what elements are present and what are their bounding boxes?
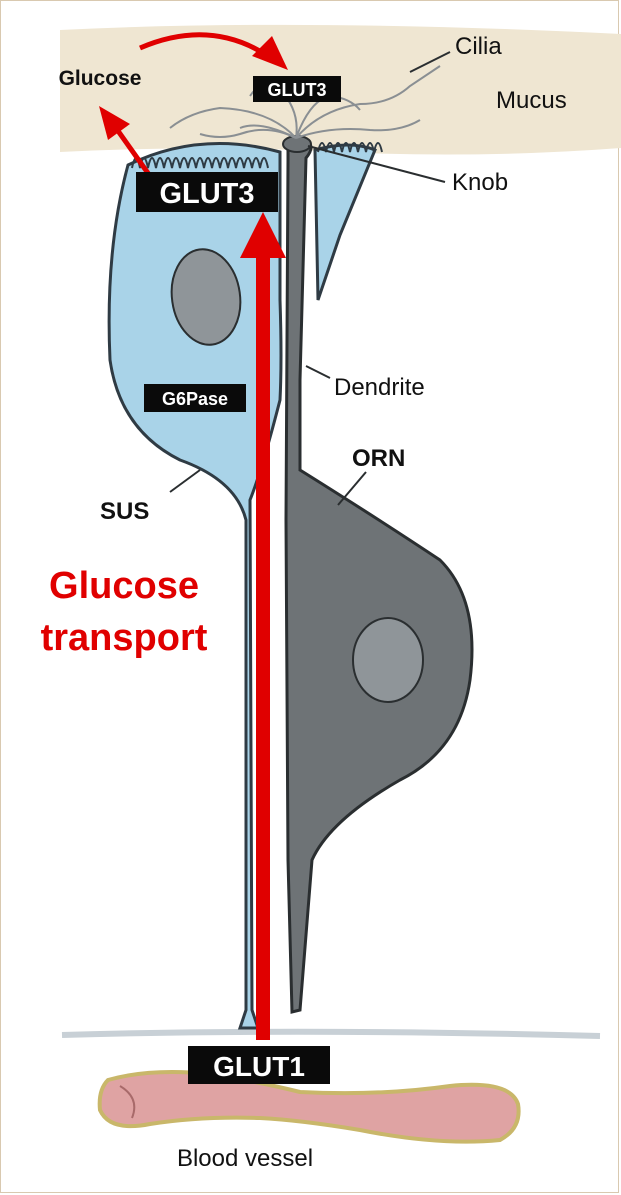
- glut1-badge: GLUT1: [188, 1046, 330, 1084]
- svg-text:GLUT1: GLUT1: [213, 1051, 305, 1082]
- label-orn: ORN: [352, 445, 405, 472]
- label-glucose-transport-1: Glucose: [49, 565, 199, 607]
- svg-text:GLUT3: GLUT3: [159, 178, 254, 210]
- svg-text:G6Pase: G6Pase: [162, 389, 228, 409]
- leader-orn: [338, 472, 366, 505]
- label-glucose-transport-2: transport: [41, 617, 208, 659]
- glut3-top-badge: GLUT3: [253, 76, 341, 102]
- label-cilia: Cilia: [455, 33, 502, 60]
- label-blood-vessel: Blood vessel: [177, 1145, 313, 1172]
- svg-text:GLUT3: GLUT3: [267, 80, 326, 100]
- label-dendrite: Dendrite: [334, 374, 425, 401]
- basal-membrane: [62, 1032, 600, 1036]
- orn-cell: [286, 139, 472, 1012]
- leader-dendrite: [306, 366, 330, 378]
- leader-sus: [170, 470, 200, 492]
- label-glucose: Glucose: [59, 67, 142, 90]
- glut3-sus-badge: GLUT3: [136, 172, 278, 212]
- label-knob: Knob: [452, 169, 508, 196]
- label-mucus: Mucus: [496, 87, 567, 114]
- sus-cell-right: [315, 145, 375, 300]
- g6pase-badge: G6Pase: [144, 384, 246, 412]
- label-sus: SUS: [100, 498, 149, 525]
- orn-nucleus: [353, 618, 423, 702]
